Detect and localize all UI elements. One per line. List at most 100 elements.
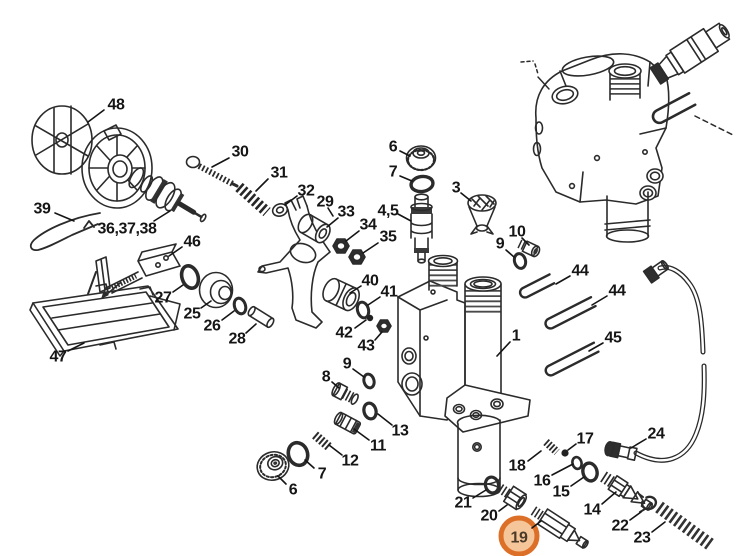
spring-drawing [235,182,271,217]
leader-line-27 [172,284,184,293]
leader-line-11 [353,428,370,441]
assembled-manifold-drawing [532,53,670,243]
part-label-12: 12 [342,453,359,470]
pin-drawing [247,305,275,329]
threaded-cap-drawing [256,450,290,482]
quick-coupler-drawing [649,22,731,85]
leader-line-20 [498,504,508,512]
part-label-39: 39 [34,201,51,218]
part-label-19: 19 [511,530,528,547]
pulley-wheel-drawing [81,124,153,209]
retainer-clip-drawing [518,273,556,299]
part-label-8: 8 [322,369,331,386]
leader-line-47 [67,342,85,352]
part-label-15: 15 [553,484,570,501]
part-label-13: 13 [392,423,409,440]
coil-spring-drawing [655,501,715,551]
part-label-33: 33 [338,204,355,221]
leader-line-31 [255,178,269,192]
leader-line-39 [54,212,75,222]
highlight-circle-ring [498,515,540,556]
part-label-14: 14 [584,502,601,519]
spring-drawing [543,439,560,455]
leader-line-25 [200,300,212,309]
leader-line-42 [354,319,367,329]
o-ring-drawing [581,461,599,483]
arrow-icon [101,290,109,299]
part-label-24: 24 [648,426,665,443]
locknut-drawing [332,238,366,265]
fan-wheel-drawing [31,105,93,175]
highlight-circle-fill [501,518,537,554]
hose-fitting-drawing [604,441,638,461]
outlet-valve-drawing [530,506,589,549]
part-label-44: 44 [572,263,589,280]
tray-drawing [29,283,181,357]
leader-line-46 [168,246,183,257]
leader-line-9 [505,249,515,258]
leader-line-9 [352,368,365,378]
part-label-16: 16 [534,473,551,490]
solenoid-drawing [87,243,181,299]
plug-fitting-drawing [517,239,541,258]
part-label-9: 9 [496,236,505,253]
leader-line-19 [531,520,542,529]
o-ring-drawing [362,401,378,421]
leader-line-23 [651,521,666,533]
leader-line-13 [377,413,393,426]
part-label-9: 9 [343,356,352,373]
threaded-plug-drawing [405,145,437,172]
part-label-43: 43 [358,338,375,355]
leader-line-17 [567,443,577,451]
leader-line-43 [374,331,383,341]
leader-line-10 [521,237,530,246]
bolt-drawing [185,155,239,188]
o-ring-drawing [409,174,435,194]
part-label-32: 32 [298,183,315,200]
highlight-fill-layer [501,518,537,554]
leader-line-7 [399,175,413,182]
leader-line-30 [211,157,230,168]
o-ring-drawing [355,300,371,320]
leader-line-45 [588,342,604,352]
part-label-30: 30 [232,144,249,161]
part-label-6: 6 [389,139,398,156]
leader-line-15 [570,476,585,487]
leader-line-41 [367,296,381,306]
screw-plug-drawing [331,382,359,405]
reference-dashes [520,60,734,136]
leader-line-14 [601,491,617,505]
o-ring-drawing [571,455,583,471]
ball-drawing [366,314,374,322]
part-label-44: 44 [609,283,626,300]
o-ring-drawing [483,475,501,495]
part-label-47: 47 [50,349,67,366]
strainer-drawing [467,194,497,235]
leader-line-22 [629,511,642,521]
part-label-26: 26 [204,318,221,335]
pump-manifold-drawing [397,254,531,498]
leader-line-21 [472,489,487,499]
part-label-31: 31 [271,165,288,182]
retainer-clip-drawing [544,341,600,377]
valve-insert-drawing [333,411,362,435]
hose-barb-fitting-drawing [600,471,654,511]
part-label-36,37,38: 36,37,38 [97,221,157,238]
o-ring-drawing [232,296,248,316]
leader-line-1 [496,341,511,357]
o-ring-drawing [512,252,528,270]
spring-drawing [312,431,332,451]
part-label-42: 42 [336,325,353,342]
leader-line-44 [591,295,608,306]
line-art [29,22,734,551]
leader-line-40 [349,285,362,294]
part-label-45: 45 [605,330,622,347]
retainer-clip-drawing [544,295,597,330]
part-label-41: 41 [381,284,398,301]
part-label-7: 7 [318,466,327,483]
leader-line-8 [331,381,340,389]
shaft-assembly-drawing [128,167,207,223]
piston-plug-drawing [198,271,234,309]
